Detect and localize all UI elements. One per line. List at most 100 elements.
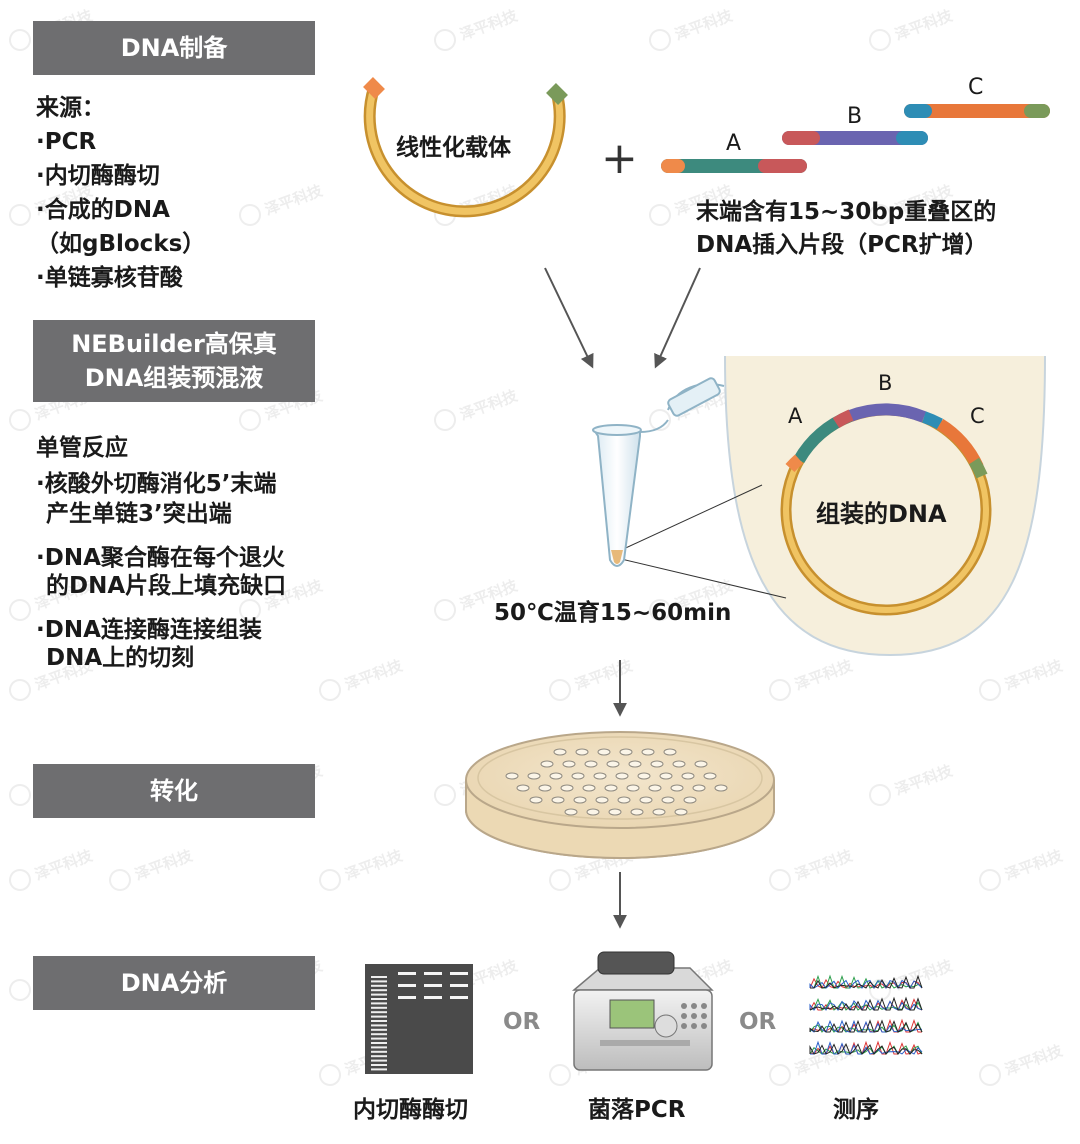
source-item-synthetic: ·合成的DNA (36, 197, 170, 223)
fragment-a-label: A (726, 131, 742, 156)
gel-band (450, 996, 468, 999)
arrow-vector-to-tube (544, 267, 594, 369)
or-label-2: OR (739, 1009, 777, 1035)
gel-ladder-band (371, 1015, 387, 1018)
gel-ladder-band (371, 989, 387, 992)
colony (606, 760, 620, 768)
gel-ladder-band (371, 980, 387, 983)
source-item-oligo: ·单链寡核苷酸 (36, 265, 183, 291)
assembled-dna-label: 组装的DNA (816, 500, 947, 528)
reaction-title: 单管反应 (36, 435, 128, 461)
colony (582, 784, 596, 792)
sequencing-trace (809, 997, 923, 1011)
colony (630, 808, 644, 816)
gel-ladder-band (371, 1042, 387, 1044)
colony (619, 748, 633, 756)
sequencing-trace (810, 974, 923, 989)
vector-label: 线性化载体 (396, 135, 511, 161)
colony (648, 784, 662, 792)
colony (595, 796, 609, 804)
colony (608, 808, 622, 816)
sequencing-trace (809, 996, 923, 1011)
source-title: 来源： (36, 95, 105, 121)
colony (703, 772, 717, 780)
fragment-b-label: B (847, 104, 863, 129)
colony (529, 796, 543, 804)
gel-ladder-band (371, 1050, 387, 1053)
gel-ladder-band (371, 998, 387, 1000)
zoom-panel (616, 355, 1046, 657)
gel-ladder-band (371, 993, 387, 996)
gel-band (450, 984, 468, 987)
gel-ladder-band (371, 1064, 387, 1066)
insert-caption-line1: 末端含有15~30bp重叠区的 (696, 199, 997, 225)
colony (626, 784, 640, 792)
gel-ladder-band (371, 976, 387, 978)
linearized-vector (363, 77, 568, 218)
colony (516, 784, 530, 792)
sequencing-trace (809, 1045, 923, 1055)
section-assembly-mix-line1: NEBuilder高保真 (71, 330, 277, 358)
method-digest-label: 内切酶酶切 (353, 1097, 468, 1123)
gel-ladder-band (371, 1024, 387, 1027)
colony (639, 796, 653, 804)
thermocycler-icon (571, 951, 714, 1071)
colony (562, 760, 576, 768)
insert-caption-line2: DNA插入片段（PCR扩增） (696, 232, 988, 258)
colony (628, 760, 642, 768)
colony (573, 796, 587, 804)
gel-ladder-band (371, 1046, 387, 1049)
assembled-plasmid (780, 403, 992, 616)
fragment-c-label: C (968, 75, 984, 100)
sequencing-trace (809, 1042, 923, 1055)
fragment-b (782, 131, 928, 145)
plasmid-a-label: A (788, 404, 803, 428)
colony (663, 748, 677, 756)
section-dna-analysis: DNA分析 (33, 956, 315, 1010)
gel-ladder-band (371, 1028, 387, 1031)
colony (650, 760, 664, 768)
colony (505, 772, 519, 780)
gel-ladder-band (371, 1011, 387, 1014)
gel-band (398, 972, 416, 975)
colony (652, 808, 666, 816)
colony (538, 784, 552, 792)
colony (694, 760, 708, 768)
plus-sign: + (601, 133, 638, 184)
source-item-gblocks: （如gBlocks） (36, 231, 206, 257)
colony (597, 748, 611, 756)
gel-ladder-band (371, 1059, 387, 1062)
colony (615, 772, 629, 780)
colony (560, 784, 574, 792)
gel-ladder-band (371, 1002, 387, 1005)
gel-ladder-band (371, 1055, 387, 1058)
incubation-label: 50℃温育15~60min (494, 600, 732, 626)
reaction-step-exonuclease: ·核酸外切酶消化5’末端 (36, 471, 277, 497)
plasmid-b-label: B (878, 371, 893, 395)
colony (637, 772, 651, 780)
reaction-step-ligase-2: DNA上的切刻 (46, 645, 195, 671)
section-assembly-mix: NEBuilder高保真 DNA组装预混液 (33, 320, 315, 402)
colony (551, 796, 565, 804)
gel-ladder-band (371, 984, 387, 987)
colony (661, 796, 675, 804)
colony (593, 772, 607, 780)
colony (672, 760, 686, 768)
fragment-a (661, 159, 807, 173)
colony (683, 796, 697, 804)
colony (670, 784, 684, 792)
colony (564, 808, 578, 816)
colony (681, 772, 695, 780)
plasmid-c-label: C (970, 404, 985, 428)
gel-ladder-band (371, 1006, 387, 1009)
arrow-insert-to-tube (654, 267, 701, 369)
colony (553, 748, 567, 756)
colony (571, 772, 585, 780)
tube-icon (592, 377, 725, 567)
gel-ladder-band (371, 1033, 387, 1036)
colony (527, 772, 541, 780)
gel-icon (365, 964, 473, 1074)
gel-ladder-band (371, 1020, 387, 1022)
reaction-step-exonuclease-2: 产生单链3’突出端 (46, 501, 232, 527)
